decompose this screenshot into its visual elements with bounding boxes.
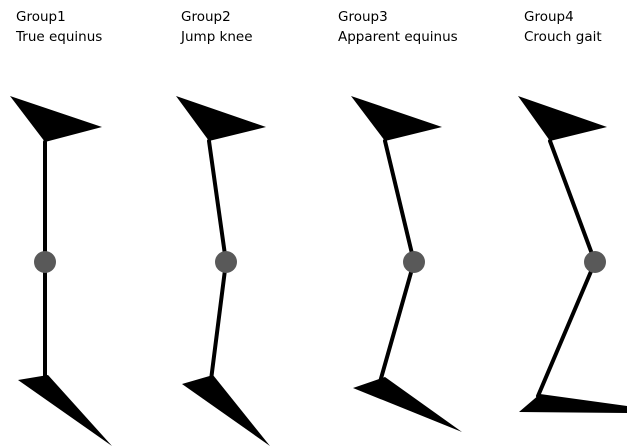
group1-limb xyxy=(10,96,112,446)
group4-label: Group4 Crouch gait xyxy=(524,7,602,47)
group2-pattern: Jump knee xyxy=(181,29,253,45)
group3-shank-segment xyxy=(378,260,416,384)
group2-pelvis-wedge xyxy=(176,96,266,141)
group3-label: Group3 Apparent equinus xyxy=(338,7,458,47)
group1-label: Group1 True equinus xyxy=(16,7,102,47)
group4-shank-segment xyxy=(536,260,597,398)
group1-foot-wedge xyxy=(18,375,112,446)
group1-pattern: True equinus xyxy=(16,29,103,45)
group3-name: Group3 xyxy=(338,9,388,25)
group1-name: Group1 xyxy=(16,9,66,25)
group4-thigh-segment xyxy=(548,139,597,264)
group4-knee-joint xyxy=(584,251,606,273)
group1-knee-joint xyxy=(34,251,56,273)
group3-foot-wedge xyxy=(353,377,462,432)
group3-thigh-segment xyxy=(383,139,416,264)
group2-shank-segment xyxy=(209,260,228,382)
group2-knee-joint xyxy=(215,251,237,273)
group4-foot-wedge xyxy=(519,394,627,413)
group1-pelvis-wedge xyxy=(10,96,102,142)
group4-name: Group4 xyxy=(524,9,574,25)
group3-pelvis-wedge xyxy=(351,96,442,141)
group2-label: Group2 Jump knee xyxy=(181,7,253,47)
group4-pattern: Crouch gait xyxy=(524,29,602,45)
group2-name: Group2 xyxy=(181,9,231,25)
group2-thigh-segment xyxy=(207,139,228,264)
group4-pelvis-wedge xyxy=(518,96,607,141)
group2-limb xyxy=(176,96,270,446)
group3-limb xyxy=(351,96,462,432)
group3-pattern: Apparent equinus xyxy=(338,29,458,45)
group4-limb xyxy=(518,96,627,413)
group2-foot-wedge xyxy=(182,375,270,446)
group3-knee-joint xyxy=(403,251,425,273)
